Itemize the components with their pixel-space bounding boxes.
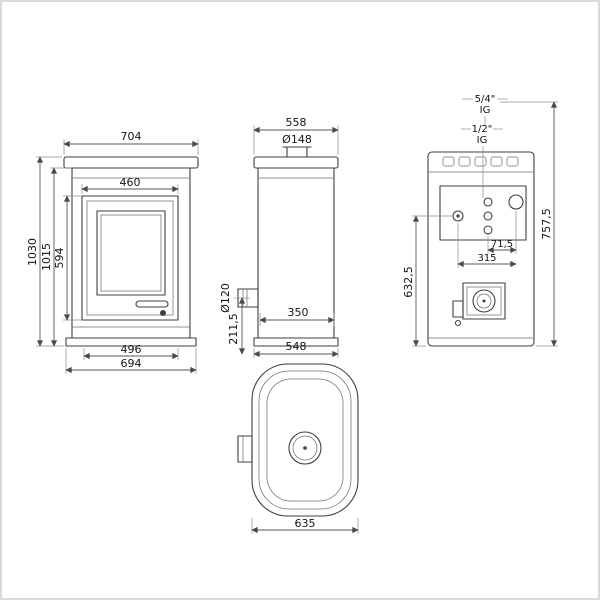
back-body-outline — [427, 151, 535, 347]
dim-back-port-span: 315 — [477, 253, 496, 264]
back-boiler-port-left — [452, 210, 464, 222]
top-flue-opening — [288, 431, 322, 465]
label-fitting-large: 5/4" — [475, 94, 496, 105]
back-vent-slot — [458, 156, 471, 167]
side-view — [237, 146, 339, 347]
back-port-small-bottom — [483, 225, 493, 235]
dim-side-outlet-height: 211,5 — [227, 313, 240, 345]
front-dimensions: 704 460 1030 1015 594 496 694 — [26, 130, 199, 374]
dim-back-right-height: 757,5 — [540, 208, 553, 240]
front-door-knob — [160, 310, 166, 316]
front-base-plate — [65, 337, 197, 347]
top-dimensions: 635 — [251, 517, 359, 534]
dim-front-base-width: 694 — [121, 357, 142, 370]
back-lower-unit-bracket — [452, 300, 464, 318]
dim-side-flue-diameter: Ø148 — [282, 133, 312, 146]
front-door-handle — [135, 300, 169, 308]
front-view — [63, 156, 199, 347]
dim-top-width: 635 — [295, 517, 316, 530]
dim-side-base-depth: 548 — [286, 340, 307, 353]
back-lower-unit-circle — [472, 289, 496, 313]
dim-front-door-width: 460 — [120, 176, 141, 189]
front-door-frame — [81, 195, 179, 321]
top-body-outline — [251, 363, 359, 517]
dim-back-left-height: 632,5 — [402, 266, 415, 298]
dim-front-top-width: 704 — [121, 130, 142, 143]
side-dimensions: 558 Ø148 Ø120 350 548 211,5 — [219, 116, 339, 358]
back-vent-slot — [474, 156, 487, 167]
back-vent-slot — [490, 156, 503, 167]
back-port-small-top — [483, 197, 493, 207]
front-top-plate — [63, 156, 199, 169]
dim-side-outlet-diameter: Ø120 — [219, 283, 232, 313]
top-rear-outlet-stub — [237, 435, 253, 463]
back-dimensions: 5/4" IG 1/2" IG 71,5 315 757,5 632,5 — [402, 94, 558, 347]
dim-side-mid-depth: 350 — [288, 306, 309, 319]
label-fitting-large-thread: IG — [480, 105, 491, 116]
side-flue-collar — [286, 146, 308, 158]
back-vent-slot — [506, 156, 519, 167]
dim-front-total-height: 1030 — [26, 238, 39, 266]
front-door-glass — [96, 210, 166, 296]
front-door-inner-frame — [86, 200, 174, 316]
front-body-outline — [71, 167, 191, 339]
back-port-small-mid — [483, 211, 493, 221]
side-top-plate — [253, 156, 339, 169]
back-boiler-port-large — [508, 194, 524, 210]
label-fitting-small: 1/2" — [472, 124, 493, 135]
dim-side-top-depth: 558 — [286, 116, 307, 129]
back-vent-slot — [442, 156, 455, 167]
back-view — [427, 151, 535, 347]
dim-front-door-height: 594 — [53, 248, 66, 269]
back-lower-unit-screw — [454, 319, 462, 327]
side-base-plate — [253, 337, 339, 347]
label-fitting-small-thread: IG — [477, 135, 488, 146]
dim-front-body-height: 1015 — [40, 243, 53, 271]
dim-front-base-inner-width: 496 — [121, 343, 142, 356]
dim-back-port-spacing: 71,5 — [491, 239, 513, 250]
top-view — [237, 363, 359, 517]
